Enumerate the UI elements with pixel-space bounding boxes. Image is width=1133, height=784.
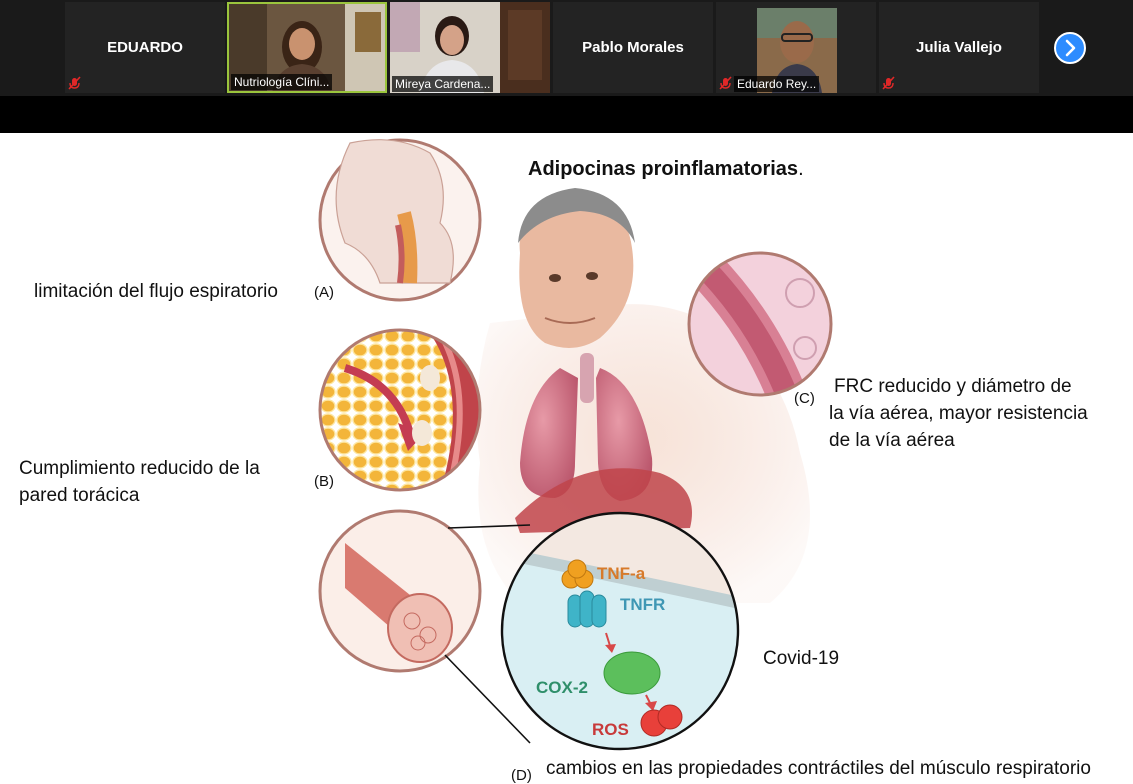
label-c-text-line1: FRC reducido y diámetro de	[834, 376, 1072, 397]
participant-video	[716, 2, 876, 93]
slide-title: Adipocinas proinflamatorias.	[528, 158, 804, 180]
label-d-tag: (D)	[511, 767, 532, 784]
shared-slide: TNF-a TNFR COX-2 ROS Adipocinas proinfla…	[0, 133, 1133, 784]
label-c-text-line2: la vía aérea, mayor resistencia	[829, 403, 1088, 424]
participant-video-tile[interactable]: Nutriología Clíni...	[227, 2, 387, 93]
mic-muted-icon	[882, 76, 895, 90]
label-c-text-line3: de la vía aérea	[829, 430, 955, 451]
label-b-text-line2: pared torácica	[19, 485, 140, 506]
chevron-right-icon	[1065, 39, 1076, 57]
participant-name: Nutriología Clíni...	[231, 74, 333, 90]
ros-label: ROS	[592, 720, 629, 739]
label-c-tag: (C)	[794, 390, 815, 407]
participant-name: Eduardo Rey...	[734, 76, 820, 92]
participant-strip: EDUARDO Nutriología Clíni...	[0, 0, 1133, 96]
cox2-label: COX-2	[536, 678, 588, 697]
next-participants-button[interactable]	[1054, 32, 1086, 64]
tnfr-label: TNFR	[620, 595, 665, 614]
label-covid: Covid-19	[763, 648, 840, 669]
label-a-text: limitación del flujo espiratorio	[34, 281, 278, 302]
participant-name: Pablo Morales	[582, 39, 684, 56]
tnf-label: TNF-a	[597, 564, 646, 583]
participant-tile[interactable]: EDUARDO	[65, 2, 225, 93]
participant-name: Mireya Cardena...	[392, 76, 494, 92]
participant-tile[interactable]: Pablo Morales	[553, 2, 713, 93]
label-d-text: cambios en las propiedades contráctiles …	[546, 758, 1091, 779]
label-b-text-line1: Cumplimiento reducido de la	[19, 458, 260, 479]
participant-video-tile[interactable]: Eduardo Rey...	[716, 2, 876, 93]
label-b-tag: (B)	[314, 473, 334, 490]
participant-name: EDUARDO	[107, 39, 183, 56]
participant-name: Julia Vallejo	[916, 39, 1002, 56]
participant-tile[interactable]: Julia Vallejo	[879, 2, 1039, 93]
participant-video-tile[interactable]: Mireya Cardena...	[390, 2, 550, 93]
label-a-tag: (A)	[314, 284, 334, 301]
mic-muted-icon	[68, 76, 81, 90]
mic-muted-icon	[719, 76, 732, 90]
share-toolbar-strip	[0, 96, 1133, 133]
obesity-respiratory-illustration: TNF-a TNFR COX-2 ROS	[318, 138, 833, 751]
